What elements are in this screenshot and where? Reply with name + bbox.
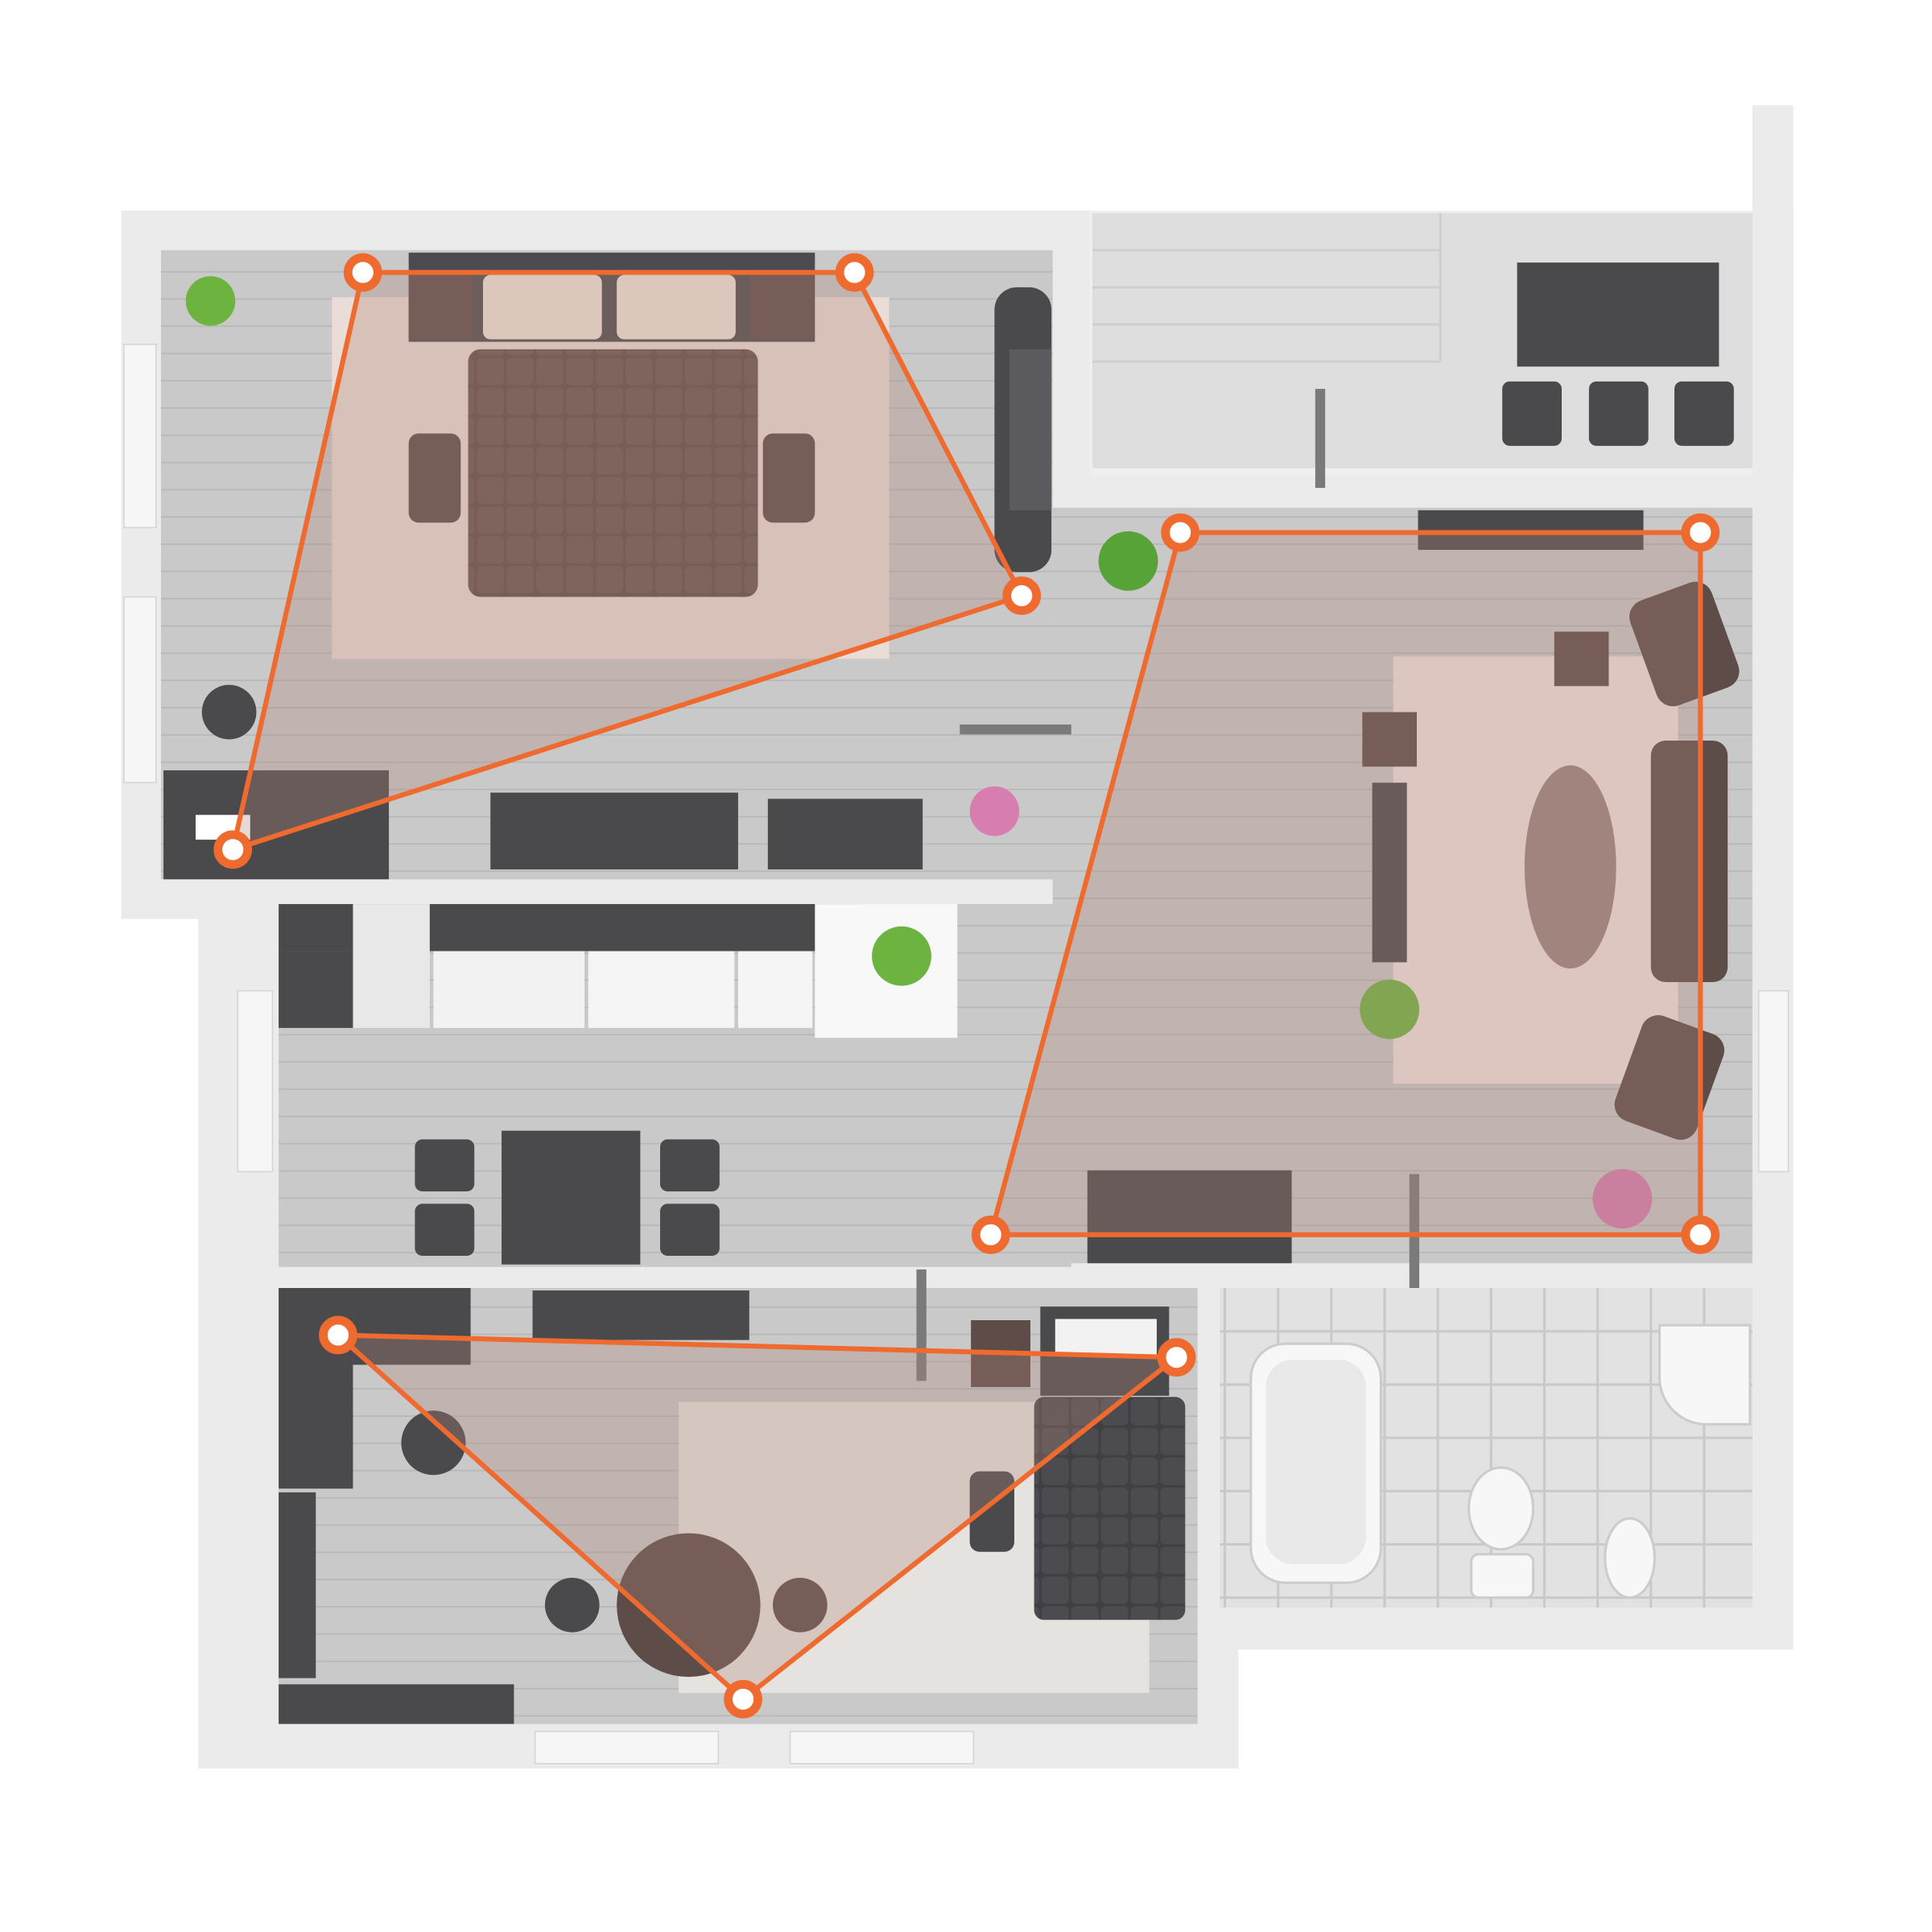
- plant-icon: [185, 276, 236, 326]
- dresser: [490, 786, 1020, 869]
- bed-icon: [408, 252, 815, 597]
- coverage-zone-marker[interactable]: [971, 1216, 1010, 1254]
- dining-table-icon: [415, 1130, 720, 1265]
- coverage-zone-marker[interactable]: [1681, 513, 1720, 552]
- kitchen-counter: [279, 904, 958, 1038]
- coverage-zones: [230, 270, 1703, 1702]
- coverage-zone-marker[interactable]: [213, 830, 253, 869]
- coverage-zone-marker[interactable]: [319, 1315, 357, 1355]
- sink-icon: [1657, 1323, 1752, 1426]
- toilet-icon: [1468, 1466, 1656, 1600]
- coverage-zone-marker[interactable]: [1002, 576, 1042, 615]
- windows: [123, 343, 1790, 1765]
- sofa-icon: [994, 287, 1052, 572]
- bathtub-icon: [1249, 1342, 1382, 1584]
- coverage-zone-marker[interactable]: [1161, 513, 1199, 552]
- desk: [163, 684, 390, 880]
- living-furniture: [1087, 510, 1740, 1264]
- coverage-zone-marker[interactable]: [724, 1679, 762, 1719]
- coverage-zone-marker[interactable]: [343, 253, 382, 292]
- second-bedroom-furniture: [279, 1288, 1186, 1724]
- coverage-zone-marker[interactable]: [835, 253, 874, 292]
- zone-markers: [213, 253, 1720, 1719]
- balcony-table: [1502, 262, 1734, 446]
- coverage-zone-marker[interactable]: [1157, 1338, 1196, 1377]
- coverage-zone-marker[interactable]: [1681, 1216, 1720, 1254]
- zone-second-bedroom[interactable]: [335, 1332, 1179, 1702]
